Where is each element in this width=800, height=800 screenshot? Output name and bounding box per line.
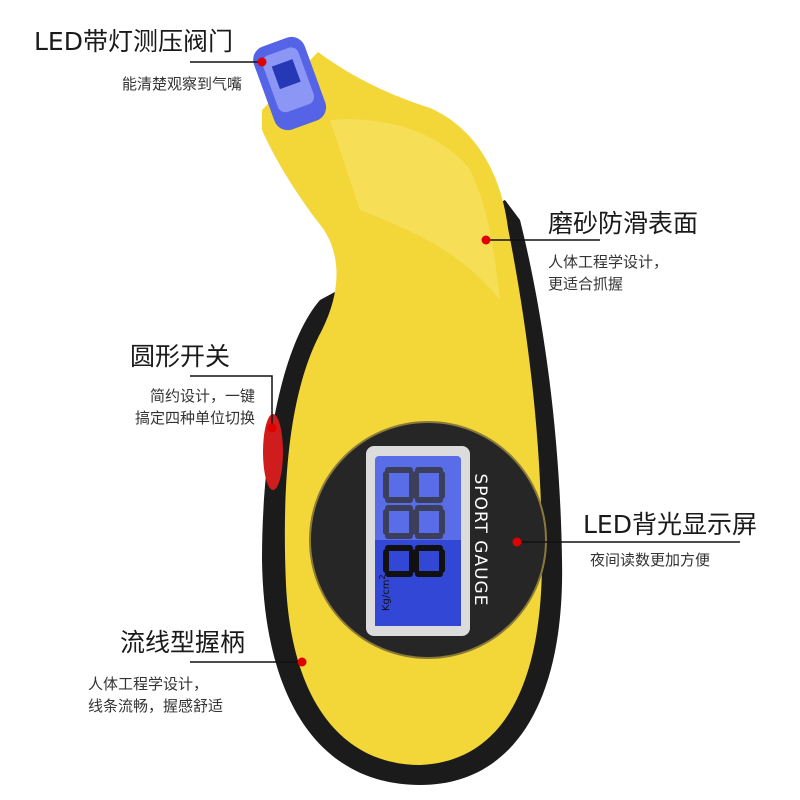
lcd-digits — [383, 467, 445, 577]
unit-sup: 2 — [376, 574, 387, 580]
marker-dot-surface — [481, 235, 491, 245]
marker-dot-display — [512, 537, 522, 547]
marker-dot-led — [257, 57, 267, 67]
callout-grip-title: 流线型握柄 — [120, 628, 246, 657]
callout-display-line: 夜间读数更加方便 — [590, 551, 711, 569]
brand-text: SPORT GAUGE — [470, 473, 490, 607]
callout-surface-line: 人体工程学设计， — [548, 253, 669, 271]
callout-display-title: LED背光显示屏 — [583, 510, 757, 539]
callout-switch-line: 简约设计，一键 — [149, 387, 255, 405]
callout-led-title: LED带灯测压阀门 — [34, 27, 233, 56]
unit-text: Kg/cm — [381, 579, 393, 612]
callout-surface-line: 更适合抓握 — [548, 275, 624, 293]
callout-grip-line: 线条流畅，握感舒适 — [88, 697, 224, 715]
leader-lines — [190, 61, 740, 663]
callout-switch-line: 搞定四种单位切换 — [134, 409, 255, 427]
marker-dot-switch — [267, 423, 277, 433]
body-highlight — [330, 119, 500, 300]
callout-switch-title: 圆形开关 — [130, 342, 231, 371]
led-nozzle — [253, 36, 327, 131]
unit-label: Kg/cm2 — [377, 574, 392, 611]
marker-dot-grip — [297, 657, 307, 667]
callout-surface-title: 磨砂防滑表面 — [548, 209, 699, 238]
callout-grip-line: 人体工程学设计， — [88, 675, 209, 693]
callout-led-line: 能清楚观察到气嘴 — [121, 75, 242, 93]
round-switch-button[interactable] — [263, 414, 283, 490]
